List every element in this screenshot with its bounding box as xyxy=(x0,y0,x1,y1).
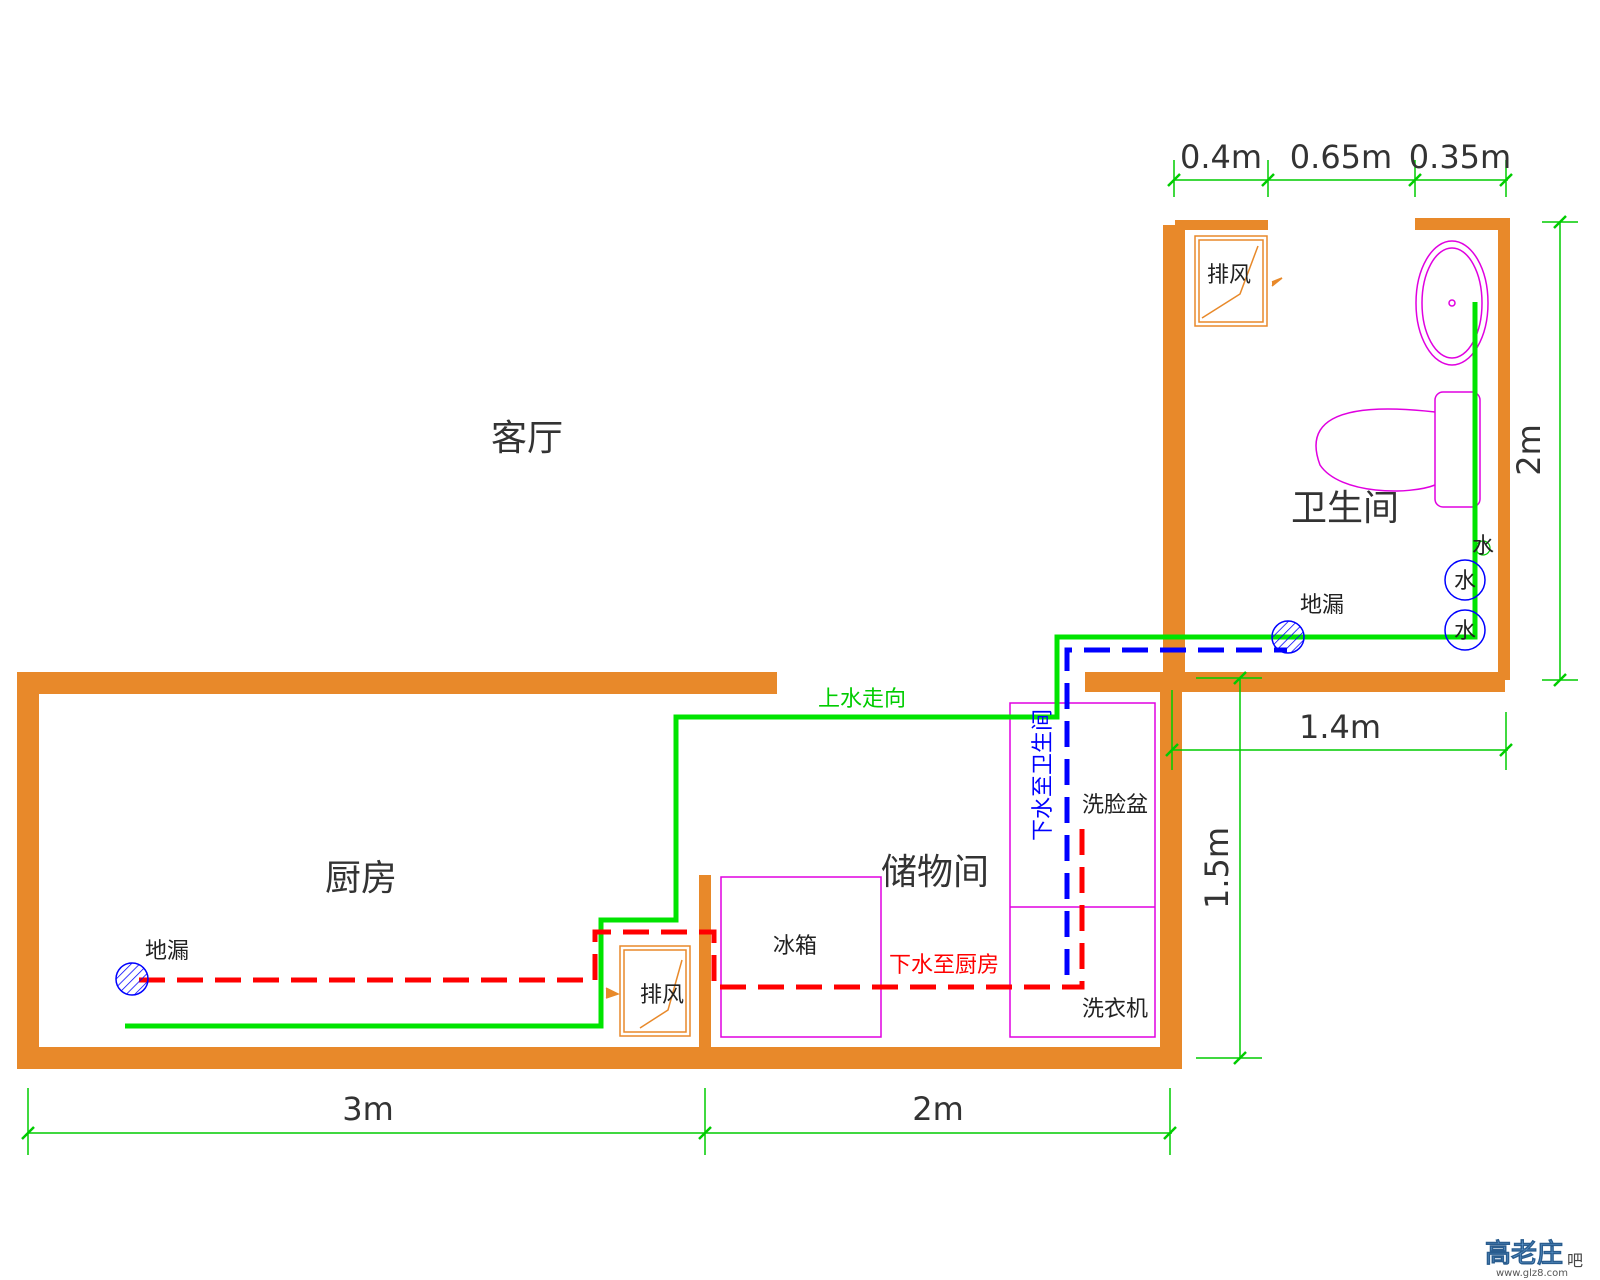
wall-partition xyxy=(699,875,711,1047)
drain-bathroom-pipe xyxy=(1064,647,1287,975)
room-label-storage: 储物间 xyxy=(881,852,989,893)
floor-drain-bath-label: 地漏 xyxy=(1300,593,1344,618)
watermark: 高老庄 吧 www.glz8.com xyxy=(1485,1238,1583,1279)
water-label-3: 水 xyxy=(1472,534,1494,559)
toilet-tank xyxy=(1434,391,1481,508)
floor-drain-kitchen-label: 地漏 xyxy=(145,939,189,964)
dim-bath-height: 2m xyxy=(1510,424,1548,476)
bath-sink xyxy=(1415,240,1489,366)
wall-bath-top-right xyxy=(1415,218,1508,230)
exhaust-fan-kitchen xyxy=(605,945,691,1037)
supply-pipe xyxy=(125,302,1478,1029)
floor-drain-kitchen xyxy=(115,962,149,996)
wall-right-storage xyxy=(1160,672,1182,1069)
wall-bottom xyxy=(17,1047,1182,1069)
dimension-lines xyxy=(27,160,1578,1155)
floor-drain-bath xyxy=(1271,620,1305,654)
water-point-2 xyxy=(1444,609,1486,651)
drain-kitchen-label: 下水至厨房 xyxy=(889,953,999,978)
dim-bottom-left: 3m xyxy=(342,1090,394,1128)
exhaust-kitchen-label: 排风 xyxy=(640,983,684,1008)
water-label-1: 水 xyxy=(1454,569,1476,594)
wall-top-kitchen xyxy=(17,672,777,694)
water-point-1 xyxy=(1444,559,1486,601)
cabinet-outline xyxy=(1009,702,1156,1038)
exhaust-bath-label: 排风 xyxy=(1207,263,1251,288)
supply-pipe-label: 上水走向 xyxy=(818,687,906,712)
dimension-ticks xyxy=(21,173,1567,1140)
fridge-outline xyxy=(720,876,882,1038)
room-label-kitchen: 厨房 xyxy=(325,858,397,899)
watermark-suffix: 吧 xyxy=(1567,1251,1583,1270)
room-label-bathroom: 卫生间 xyxy=(1291,488,1399,529)
dim-storage-height: 1.5m xyxy=(1198,827,1236,909)
washer-label: 洗衣机 xyxy=(1082,997,1148,1022)
dim-top-b: 0.65m xyxy=(1290,138,1392,176)
room-label-living: 客厅 xyxy=(491,418,563,459)
watermark-logo: 高老庄 xyxy=(1485,1238,1563,1269)
wall-bath-right xyxy=(1498,218,1510,680)
dim-bottom-right: 2m xyxy=(912,1090,964,1128)
wall-bath-left xyxy=(1163,225,1185,690)
wall-bath-top-left xyxy=(1175,220,1268,230)
dim-top-a: 0.4m xyxy=(1180,138,1262,176)
dim-bath-width: 1.4m xyxy=(1299,708,1381,746)
wall-left xyxy=(17,672,39,1069)
water-label-2: 水 xyxy=(1454,619,1476,644)
washbasin-label: 洗脸盆 xyxy=(1082,793,1148,818)
drain-kitchen-pipe xyxy=(139,818,1085,990)
drain-bathroom-label: 下水至卫生间 xyxy=(1031,709,1056,841)
water-point-3 xyxy=(1475,540,1491,556)
exhaust-fan-bath xyxy=(1194,235,1283,327)
fridge-label: 冰箱 xyxy=(773,934,817,959)
dim-top-c: 0.35m xyxy=(1409,138,1511,176)
wall-bath-bottom xyxy=(1085,672,1505,692)
watermark-url: www.glz8.com xyxy=(1496,1268,1568,1279)
toilet-bowl xyxy=(1315,408,1436,492)
walls xyxy=(17,218,1510,1069)
